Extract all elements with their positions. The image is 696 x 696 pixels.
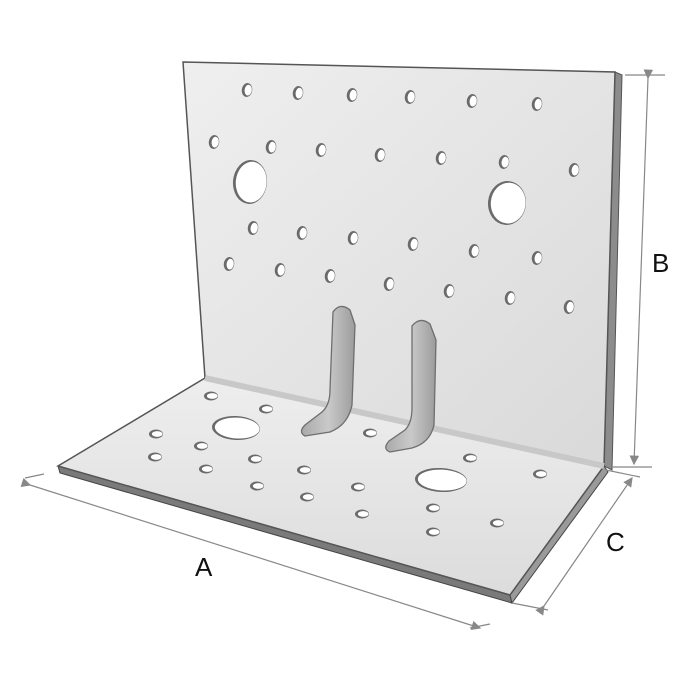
fastener-hole (248, 454, 262, 464)
fastener-hole (148, 452, 162, 462)
fastener-hole (531, 251, 543, 265)
fastener-hole (250, 481, 264, 491)
fastener-hole (404, 90, 416, 104)
fastener-hole (383, 277, 395, 291)
fastener-hole (259, 404, 273, 414)
fastener-hole (426, 527, 440, 537)
fastener-hole (468, 244, 480, 258)
fastener-hole (324, 269, 336, 283)
large-bolt-hole (487, 181, 527, 225)
fastener-hole (300, 492, 314, 502)
fastener-hole (498, 155, 510, 169)
fastener-hole (297, 465, 311, 475)
fastener-hole (374, 148, 386, 162)
fastener-hole (247, 221, 259, 235)
fastener-hole (208, 135, 220, 149)
dimension-arrow (629, 69, 654, 466)
dimension-label-a: A (195, 552, 213, 582)
large-bolt-hole (212, 415, 260, 441)
fastener-hole (149, 429, 163, 439)
bend-line (204, 375, 605, 469)
dimension-arrow (535, 477, 633, 616)
fastener-hole (363, 428, 377, 438)
fastener-hole (346, 88, 358, 102)
fastener-hole (223, 257, 235, 271)
fastener-hole (568, 163, 580, 177)
large-bolt-hole (232, 160, 268, 204)
fastener-hole (274, 263, 286, 277)
fastener-hole (296, 226, 308, 240)
fastener-hole (443, 284, 455, 298)
stiffening-rib-right (385, 319, 437, 453)
fastener-hole (355, 509, 369, 519)
fastener-hole (504, 291, 516, 305)
fastener-hole (435, 151, 447, 165)
fastener-hole (199, 464, 213, 474)
fastener-hole (347, 231, 359, 245)
dimension-lines (20, 69, 665, 631)
dimension-label-b: B (652, 248, 669, 278)
fastener-hole (466, 94, 478, 108)
vertical-plate-holes (208, 83, 580, 314)
fastener-hole (407, 237, 419, 251)
fastener-hole (265, 140, 277, 154)
fastener-hole (194, 441, 208, 451)
fastener-hole (292, 86, 304, 100)
fastener-hole (204, 391, 218, 401)
dimension-arrow (20, 477, 482, 631)
fastener-hole (351, 482, 365, 492)
fastener-hole (563, 300, 575, 314)
fastener-hole (315, 143, 327, 157)
fastener-hole (241, 83, 253, 97)
fastener-hole (426, 503, 440, 513)
fastener-hole (533, 469, 547, 479)
fastener-hole (531, 97, 543, 111)
dimension-label-c: C (606, 527, 625, 557)
fastener-hole (463, 453, 477, 463)
fastener-hole (490, 518, 504, 528)
stiffening-rib-left (300, 305, 356, 437)
